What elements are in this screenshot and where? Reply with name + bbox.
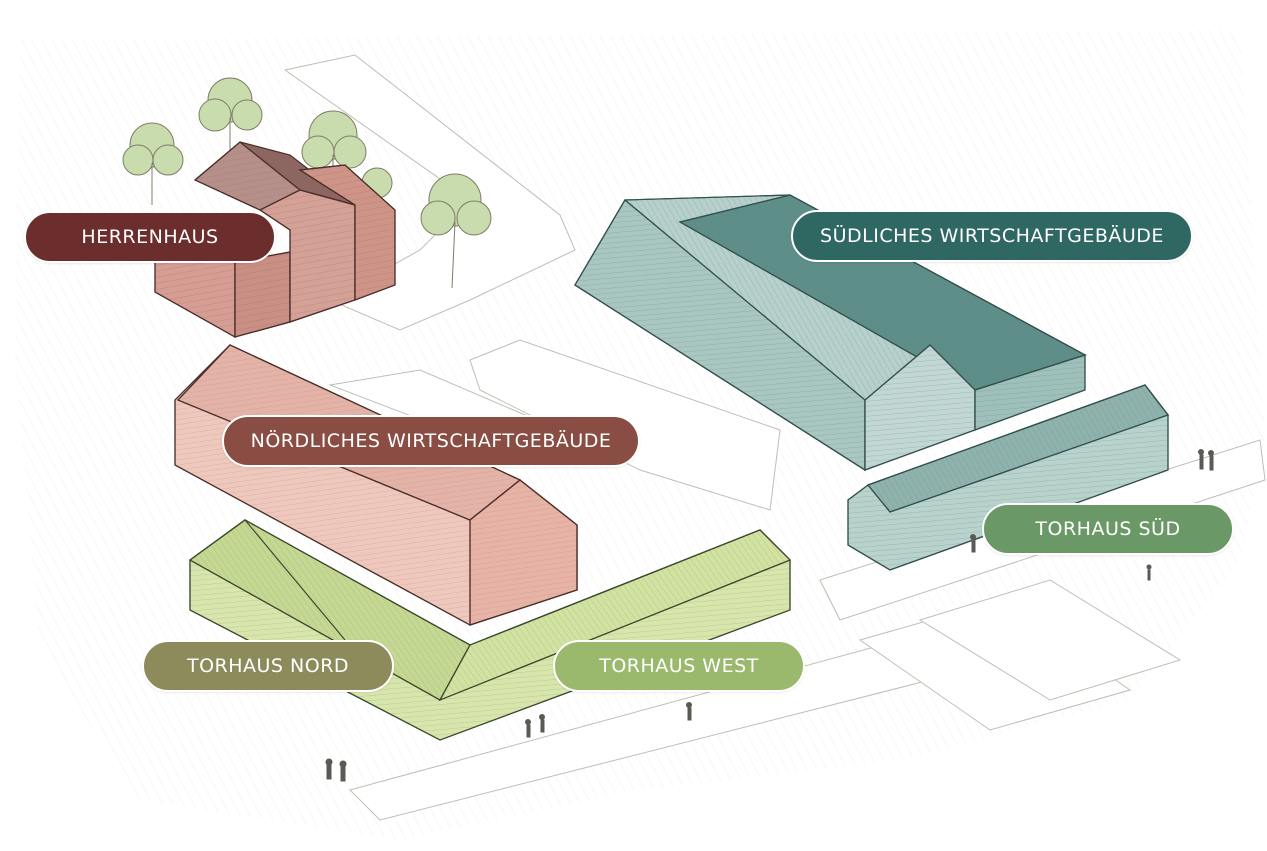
people bbox=[325, 449, 1214, 782]
label-noerdliches-wirtschaftgebaeude[interactable]: NÖRDLICHES WIRTSCHAFTGEBÄUDE bbox=[222, 415, 640, 467]
label-torhaus-sued[interactable]: TORHAUS SÜD bbox=[982, 503, 1234, 555]
label-torhaus-west[interactable]: TORHAUS WEST bbox=[553, 640, 805, 692]
building-herrenhaus bbox=[154, 141, 396, 339]
building-torhaus-sued bbox=[847, 384, 1169, 571]
building-suedliches-wirtschaftgebaeude bbox=[574, 194, 1087, 472]
trees bbox=[122, 77, 492, 289]
label-torhaus-nord[interactable]: TORHAUS NORD bbox=[142, 640, 394, 692]
label-suedliches-wirtschaftgebaeude[interactable]: SÜDLICHES WIRTSCHAFTGEBÄUDE bbox=[791, 210, 1193, 262]
label-herrenhaus[interactable]: HERRENHAUS bbox=[24, 211, 276, 263]
